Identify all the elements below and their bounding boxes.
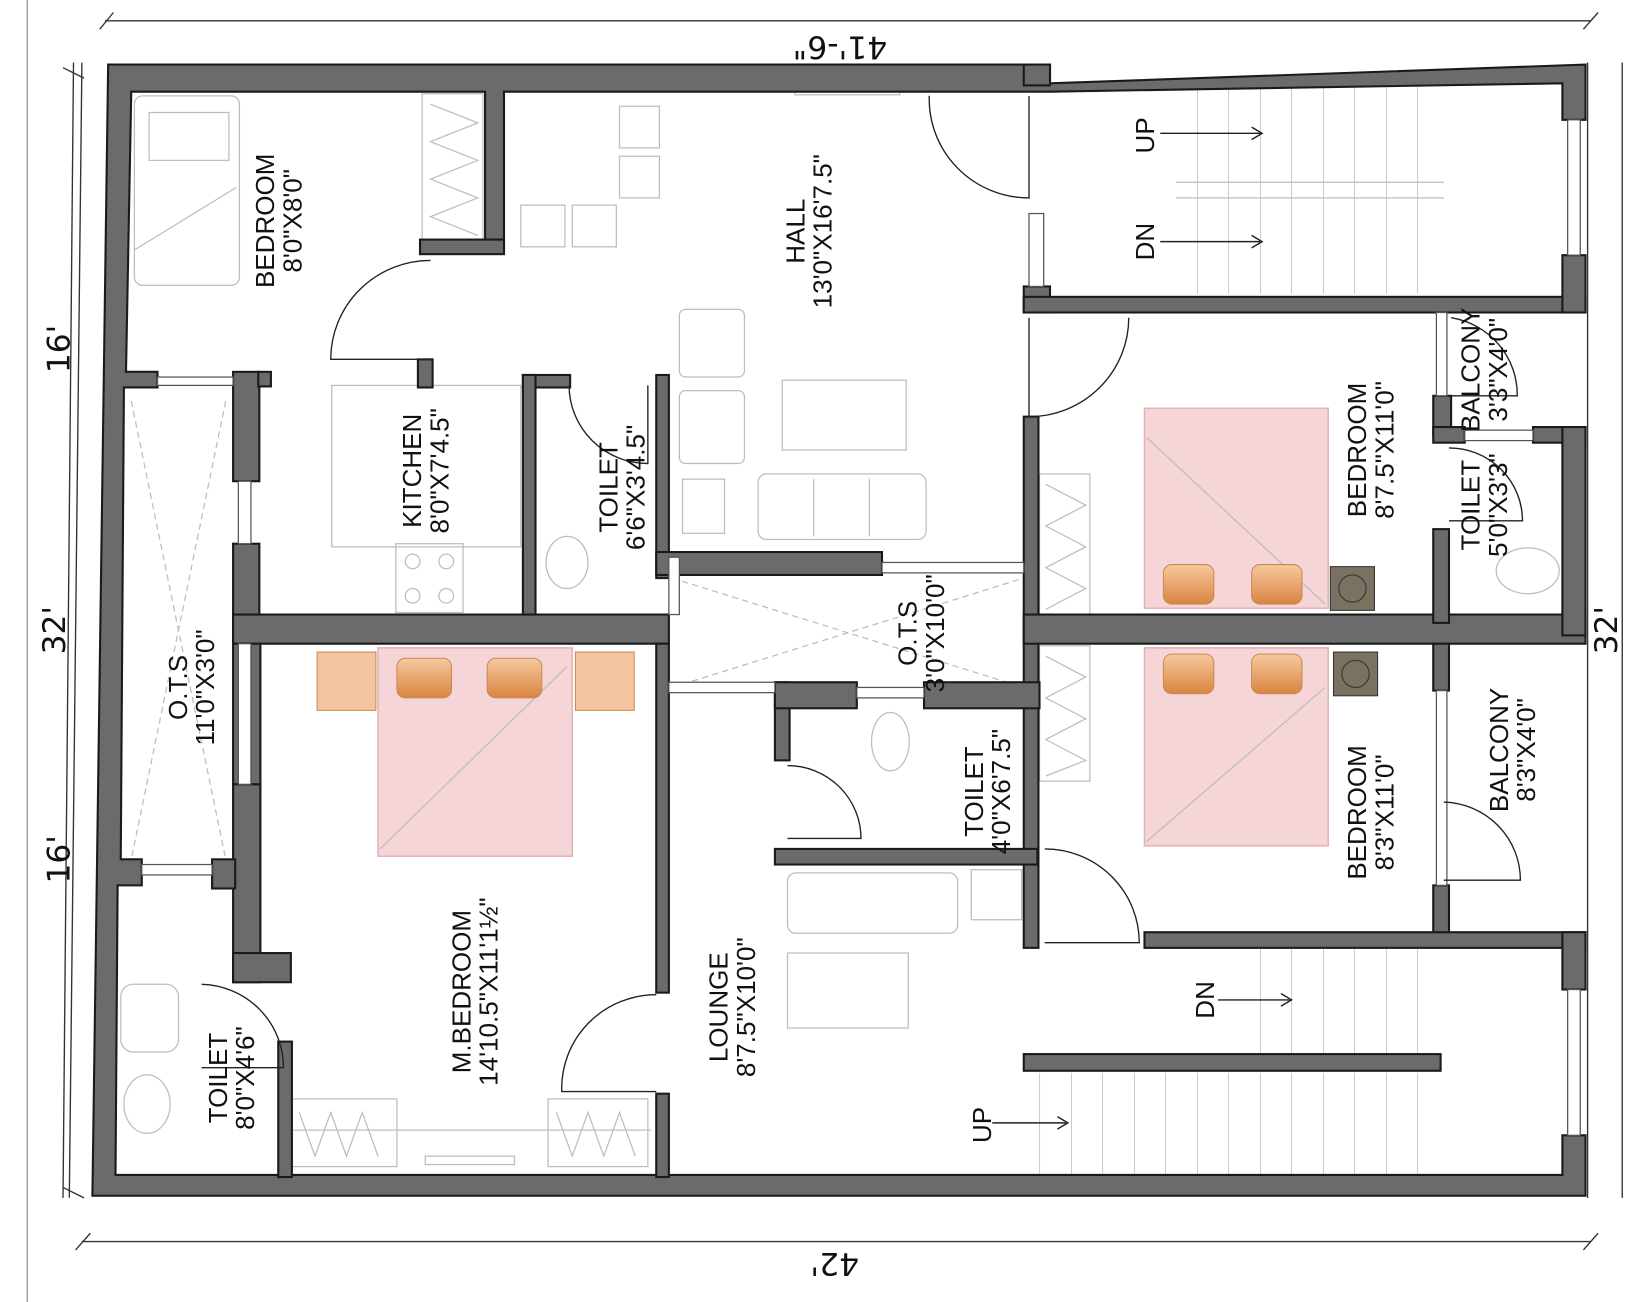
door-bedroom-nw <box>330 259 431 361</box>
room-name: BEDROOM <box>1342 383 1372 517</box>
door-bedroom-ne <box>1028 317 1130 418</box>
room-name: TOILET <box>959 746 989 837</box>
room-size: 6'6"X3'4.5" <box>621 425 651 550</box>
staircase-south <box>992 947 1444 1175</box>
dimension-bottom: 42' <box>810 1245 859 1281</box>
room-size: 5'0"X3'3" <box>1483 453 1513 557</box>
room-size: 8'7.5"X10'0" <box>731 937 761 1077</box>
door-toilet-center <box>568 385 649 465</box>
room-size: 3'3"X4'0" <box>1483 318 1513 422</box>
door-toilet-ne <box>1448 447 1524 522</box>
door-master-bedroom <box>561 994 657 1093</box>
room-master-bedroom: M.BEDROOM 14'10.5"X11'1½" <box>446 897 503 1086</box>
room-balcony-ne: BALCONY 3'3"X4'0" <box>1455 308 1512 432</box>
door-toilet-mid <box>787 764 862 840</box>
staircase-north <box>1160 85 1444 294</box>
door-entry <box>928 95 1030 199</box>
stair-north-dn-label: DN <box>1130 223 1160 261</box>
windows <box>141 119 1581 1136</box>
room-bedroom-nw: BEDROOM 8'0"X8'0" <box>250 154 307 288</box>
door-balcony-se <box>1443 801 1522 881</box>
room-size: 3'0"X10'0" <box>920 574 950 692</box>
door-toilet-sw <box>201 983 285 1069</box>
stair-south-dn-label: DN <box>1190 981 1220 1019</box>
room-name: M.BEDROOM <box>446 910 476 1073</box>
room-name: TOILET <box>593 442 623 533</box>
room-toilet-mid: TOILET 4'0"X6'7.5" <box>959 729 1016 854</box>
room-size: 8'0"X4'6" <box>230 1026 260 1130</box>
room-name: HALL <box>780 199 810 264</box>
room-name: BEDROOM <box>1342 745 1372 879</box>
room-hall: HALL 13'0"X16'7.5" <box>780 154 837 308</box>
room-name: BEDROOM <box>250 154 280 288</box>
room-kitchen: KITCHEN 8'0"X7'4.5" <box>397 408 454 533</box>
room-size: 8'7.5"X11'0" <box>1369 381 1399 519</box>
room-name: KITCHEN <box>397 414 427 528</box>
stair-south-up-label: UP <box>967 1107 997 1143</box>
dimension-lines <box>26 0 1623 1302</box>
door-bedroom-se <box>1044 848 1140 944</box>
room-name: TOILET <box>203 1033 233 1124</box>
stair-north-up-label: UP <box>1130 117 1160 153</box>
room-ots-center: O.T.S 3'0"X10'0" <box>893 574 950 692</box>
room-labels: BEDROOM 8'0"X8'0" HALL 13'0"X16'7.5" KIT… <box>163 117 1541 1143</box>
room-size: 8'3"X4'0" <box>1511 698 1541 802</box>
room-name: BALCONY <box>1484 688 1514 812</box>
dimension-top: 41'-6" <box>793 28 888 64</box>
room-size: 4'0"X6'7.5" <box>986 729 1016 854</box>
furniture <box>120 88 1560 1168</box>
room-size: 11'0"X3'0" <box>190 629 220 745</box>
room-name: O.T.S <box>893 601 923 666</box>
room-name: TOILET <box>1455 460 1485 551</box>
dimension-left-upper: 16' <box>41 325 77 373</box>
room-name: BALCONY <box>1455 308 1485 432</box>
room-toilet-center: TOILET 6'6"X3'4.5" <box>593 425 650 550</box>
room-name: O.T.S <box>163 655 193 720</box>
room-toilet-ne: TOILET 5'0"X3'3" <box>1455 453 1512 557</box>
room-size: 14'10.5"X11'1½" <box>474 897 504 1086</box>
room-lounge: LOUNGE 8'7.5"X10'0" <box>704 937 761 1077</box>
room-bedroom-ne: BEDROOM 8'7.5"X11'0" <box>1342 381 1399 519</box>
room-toilet-sw: TOILET 8'0"X4'6" <box>203 1026 260 1130</box>
room-size: 8'3"X11'0" <box>1369 754 1399 870</box>
room-size: 13'0"X16'7.5" <box>808 154 838 308</box>
room-size: 8'0"X7'4.5" <box>424 408 454 533</box>
dimension-left-lower: 16' <box>41 835 77 883</box>
room-bedroom-se: BEDROOM 8'3"X11'0" <box>1342 745 1399 879</box>
room-ots-west: O.T.S 11'0"X3'0" <box>163 629 220 745</box>
doors <box>201 95 1524 1093</box>
room-name: LOUNGE <box>704 952 734 1062</box>
dimension-right-total: 32' <box>1589 606 1625 654</box>
walls <box>91 63 1587 1197</box>
room-balcony-se: BALCONY 8'3"X4'0" <box>1484 688 1541 812</box>
dimension-left-total: 32' <box>37 606 73 654</box>
room-size: 8'0"X8'0" <box>277 169 307 273</box>
door-balcony-ne <box>1450 317 1518 397</box>
